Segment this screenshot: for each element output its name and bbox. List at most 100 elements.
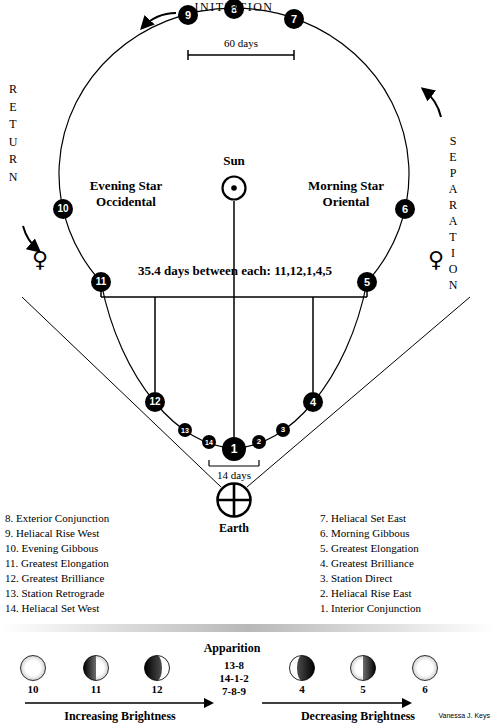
phase-disk: 11 (83, 655, 109, 681)
phase-disk: 6 (412, 655, 438, 681)
lit-crescent (290, 656, 303, 681)
text-label: Increasing Brightness (20, 709, 220, 723)
event-marker: 12 (145, 392, 165, 412)
event-marker: 6 (395, 199, 415, 219)
earth-disk (218, 484, 251, 517)
phase-disk: 12 (144, 655, 170, 681)
text-label: 6. Morning Gibbous (320, 527, 495, 540)
phase-outline (21, 656, 46, 681)
text-label: ♀ (25, 247, 55, 273)
text-label: Decreasing Brightness (258, 709, 458, 723)
phase-number: 12 (152, 683, 163, 695)
text-label: 14. Heliacal Set West (5, 602, 195, 615)
sun-dot (231, 185, 237, 191)
sun-disk (223, 177, 246, 200)
text-label: ♀ (421, 247, 451, 273)
text-label: Apparition (172, 641, 292, 655)
bracket (209, 465, 259, 466)
phase-number: 10 (28, 683, 39, 695)
sun-symbol: Sun (221, 175, 247, 201)
event-marker: 5 (357, 272, 377, 292)
phase-outline (84, 656, 109, 681)
vertical-caption: RETURN (7, 82, 19, 187)
event-number: 12 (149, 397, 160, 407)
event-marker: 10 (53, 199, 73, 219)
bracket (293, 50, 295, 60)
event-number: 2 (257, 438, 261, 446)
event-number: 10 (57, 204, 68, 214)
bracket (187, 50, 189, 60)
bracket (208, 460, 209, 466)
text-label: 1. Interior Conjunction (320, 602, 495, 615)
phase-drawing (20, 655, 46, 681)
phase-number: 6 (422, 683, 428, 695)
text-label: 12. Greatest Brilliance (5, 572, 195, 585)
text-label: 2. Heliacal Rise East (320, 587, 495, 600)
text-label: 3. Station Direct (320, 572, 495, 585)
vertical-caption: SEPARATION (447, 134, 459, 294)
phase-outline (290, 656, 315, 681)
text-label: 35.4 days between each: 11,12,1,4,5 (80, 263, 390, 279)
event-number: 13 (181, 427, 189, 434)
event-marker: 2 (252, 435, 266, 449)
phase-outline (413, 656, 438, 681)
event-number: 11 (96, 277, 107, 287)
brightness-arrow (25, 702, 212, 704)
event-number: 4 (310, 397, 316, 408)
bracket (312, 297, 314, 392)
event-marker: 11 (91, 272, 111, 292)
lit-disk (21, 656, 46, 681)
phase-outline (145, 656, 170, 681)
text-label: 5. Greatest Elongation (320, 542, 495, 555)
text-label: 14 days (199, 469, 269, 482)
event-marker: 3 (276, 423, 290, 437)
phase-drawing (144, 655, 170, 681)
dark-half (84, 656, 97, 681)
curved-arrow (142, 13, 176, 28)
event-number: 9 (185, 10, 191, 21)
event-marker: 4 (303, 392, 323, 412)
phase-number: 11 (91, 683, 101, 695)
text-label: 13. Station Retrograde (5, 587, 195, 600)
lit-disk (413, 656, 438, 681)
bracket (188, 54, 294, 56)
lit-crescent (157, 656, 170, 681)
event-number: 6 (402, 204, 408, 215)
event-number: 5 (364, 277, 370, 288)
event-marker: 14 (202, 435, 216, 449)
lit-disk (84, 656, 109, 681)
bracket (154, 297, 156, 392)
event-number: 3 (281, 426, 285, 434)
phase-outline (351, 656, 376, 681)
brightness-arrow (262, 702, 410, 704)
phase-drawing (412, 655, 438, 681)
text-label: 7-8-9 (204, 685, 264, 698)
event-marker: 13 (178, 423, 192, 437)
text-label: Evening Star Occidental (80, 178, 172, 209)
bracket (233, 201, 235, 437)
dark-half (363, 656, 376, 681)
text-label: 4. Greatest Brilliance (320, 557, 495, 570)
body-name: Sun (223, 154, 245, 168)
text-label: 9. Heliacal Rise West (5, 527, 195, 540)
earth-cross (218, 499, 251, 502)
event-number: 7 (291, 14, 297, 25)
event-number: 14 (205, 439, 213, 446)
event-number: 1 (231, 443, 238, 455)
text-label: Vanessa J. Keys (390, 712, 490, 720)
phase-disk: 5 (350, 655, 376, 681)
sight-line (22, 297, 221, 487)
separator-band (0, 624, 496, 632)
event-marker: 1 (222, 437, 246, 461)
text-label: 8. Exterior Conjunction (5, 512, 195, 525)
phase-disk: 4 (289, 655, 315, 681)
sight-line (247, 297, 470, 487)
phase-number: 5 (360, 683, 366, 695)
body-name: Earth (219, 522, 249, 535)
text-label: 10. Evening Gibbous (5, 542, 195, 555)
text-label: INITIATION (154, 0, 314, 14)
text-label: 13-8 (204, 659, 264, 672)
curved-arrow (423, 89, 441, 117)
